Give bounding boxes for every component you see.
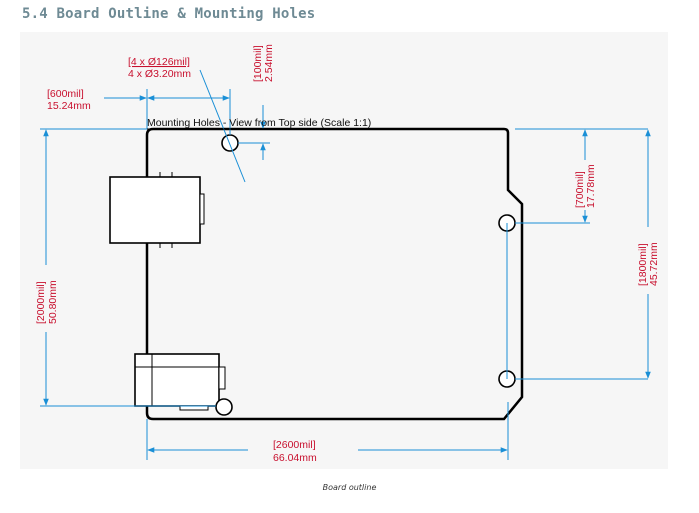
- width-mil: [2600mil]: [273, 439, 316, 451]
- view-title: Mounting Holes - View from Top side (Sca…: [147, 117, 371, 129]
- diagram-svg: Mounting Holes - View from Top side (Sca…: [35, 44, 660, 464]
- board-outline-diagram: Mounting Holes - View from Top side (Sca…: [20, 32, 668, 469]
- power-jack: [134, 353, 226, 411]
- mounting-hole-bottom-left: [215, 398, 233, 416]
- offset-y-mm: 2.54mm: [263, 44, 275, 82]
- mounting-hole-top-left: [221, 134, 239, 152]
- hole-leader-line: [199, 69, 246, 183]
- height-mm: 50.80mm: [47, 280, 59, 324]
- offset-x-mil: [600mil]: [47, 88, 84, 100]
- section-title: 5.4 Board Outline & Mounting Holes: [22, 6, 316, 22]
- usb-connector: [109, 172, 205, 248]
- height-mil: [2000mil]: [35, 281, 47, 324]
- offset-x-mm: 15.24mm: [47, 100, 91, 112]
- board-outline: [145, 127, 524, 421]
- hole-diameter-mil: [4 x Ø126mil]: [128, 56, 190, 68]
- hole-diameter-mm: 4 x Ø3.20mm: [128, 68, 191, 80]
- hole-span-mil: [1800mil]: [637, 243, 649, 286]
- width-mm: 66.04mm: [273, 452, 317, 464]
- hole-gap-mil: [700mil]: [574, 171, 586, 208]
- offset-y-mil: [100mil]: [252, 45, 264, 82]
- hole-span-mm: 45.72mm: [648, 242, 660, 286]
- hole-gap-mm: 17.78mm: [585, 164, 597, 208]
- figure-caption: Board outline: [322, 483, 377, 492]
